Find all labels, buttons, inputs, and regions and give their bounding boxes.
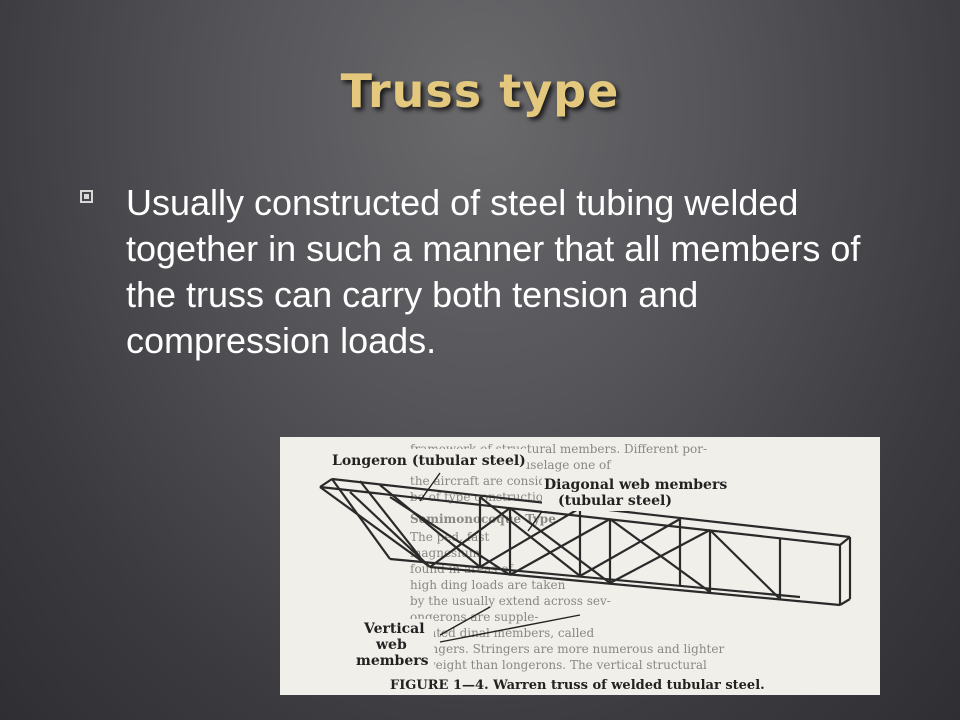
svg-text:by the usual: by the usually extend across sev- xyxy=(410,594,611,608)
truss-drawing: framework of structural members. Differe… xyxy=(319,442,852,693)
figure-caption: FIGURE 1—4. Warren truss of welded tubul… xyxy=(390,678,765,693)
vertical-label-line3: members xyxy=(356,653,429,669)
svg-text:the: the aircraft are considered t xyxy=(410,474,582,488)
diagonal-label-line1: Diagonal web members xyxy=(544,477,727,493)
svg-text:in weight than longerons. The: in weight than longerons. The vertical s… xyxy=(410,658,707,672)
truss-figure: framework of structural members. Differe… xyxy=(280,437,880,695)
warren-truss xyxy=(319,477,852,607)
svg-text:stringers. Stringers are more: stringers. Stringers are more numerous a… xyxy=(410,642,724,656)
bullet-text: Usually constructed of steel tubing weld… xyxy=(126,182,861,361)
svg-text:high: high ding loads are taken xyxy=(410,578,566,592)
svg-text:ongerons are supple-: ongerons are supple- xyxy=(410,610,538,624)
diagonal-label-line2: (tubular steel) xyxy=(558,493,672,509)
slide-title: Truss type xyxy=(340,64,620,118)
square-bullet-icon xyxy=(80,190,93,203)
vertical-label-line2: web xyxy=(375,637,407,653)
vertical-label-line1: Vertical xyxy=(363,621,425,637)
longeron-label: Longeron (tubular steel) xyxy=(332,453,526,469)
figure-labels: Longeron (tubular steel) Diagonal web me… xyxy=(330,449,727,675)
svg-text:mented dinal m: mented dinal members, called xyxy=(410,626,595,640)
